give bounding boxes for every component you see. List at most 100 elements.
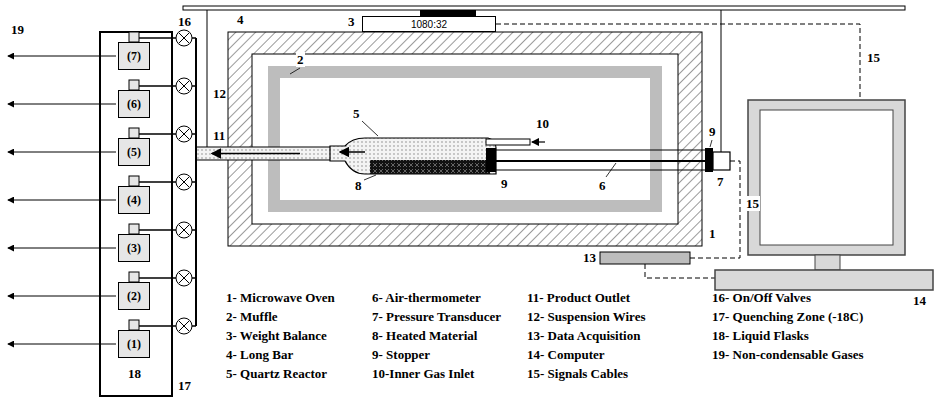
heated-material (370, 160, 490, 174)
callout-number: 15 (745, 196, 760, 211)
balance-display: 1080:32 (362, 16, 496, 32)
liquid-flask: (6) (118, 90, 150, 118)
signal-cable (690, 161, 740, 258)
monitor-screen (760, 110, 893, 245)
callout-number: 18 (127, 366, 142, 381)
valve-symbol (176, 318, 192, 334)
callout-number: 10 (535, 116, 550, 131)
part-list-entry: 3- Weight Balance (226, 328, 327, 343)
pipe (192, 325, 196, 327)
inner-stopper (486, 148, 496, 172)
leader-line (364, 175, 376, 180)
pipe (192, 85, 196, 87)
callout-number: 12 (212, 86, 227, 101)
callout-number: 3 (347, 14, 356, 29)
liquid-flask: (7) (118, 42, 150, 70)
valve-cross (179, 33, 189, 43)
part-list-entry: 9- Stopper (372, 347, 430, 362)
part-list-entry: 5- Quartz Reactor (226, 366, 327, 381)
callout-number: 1 (708, 226, 717, 241)
gas-arrow (8, 152, 116, 153)
pipe (192, 181, 196, 183)
valve-cross (179, 273, 189, 283)
signal-cable (496, 24, 860, 100)
flow-arrow (212, 153, 300, 155)
leader-line (290, 68, 300, 74)
part-list-entry: 16- On/Off Valves (712, 290, 811, 305)
flask-neck (129, 128, 139, 138)
flask-neck (129, 224, 139, 234)
node-text: (1) (127, 337, 141, 352)
valve-symbol (176, 270, 192, 286)
callout-number: 17 (177, 378, 192, 393)
flask-neck (129, 272, 139, 282)
part-list-entry: 1- Microwave Oven (226, 290, 335, 305)
part-list-entry: 4- Long Bar (226, 347, 293, 362)
gas-arrow (8, 296, 116, 297)
reactor-tube (496, 170, 705, 171)
pipe (139, 325, 176, 327)
pipe (192, 277, 196, 279)
air-thermometer (496, 160, 713, 162)
gas-arrow (8, 248, 116, 249)
gas-arrow (8, 200, 116, 201)
computer-base (715, 270, 933, 290)
flask-neck (129, 176, 139, 186)
microwave-oven (228, 32, 702, 246)
liquid-flask: (5) (118, 138, 150, 166)
node-text: 1080:32 (411, 19, 447, 30)
node-text: (5) (127, 145, 141, 160)
callout-number: 15 (866, 50, 881, 65)
long-bar (183, 6, 905, 10)
node-text: (2) (127, 289, 141, 304)
pipe (192, 37, 196, 39)
node-text: (4) (127, 193, 141, 208)
valve-symbol (176, 222, 192, 238)
callout-number: 8 (354, 178, 363, 193)
valve-symbol (176, 78, 192, 94)
oven-cavity (252, 54, 678, 224)
flask-neck (129, 80, 139, 90)
callout-number: 11 (212, 128, 226, 143)
valve-symbol (176, 30, 192, 46)
pipe (139, 133, 176, 135)
reactor-tube (496, 150, 705, 151)
valve-cross (179, 81, 189, 91)
part-list-entry: 2- Muffle (226, 309, 278, 324)
leader-line (710, 140, 712, 147)
callout-number: 9 (500, 176, 509, 191)
leader-line (362, 121, 378, 136)
part-list-entry: 18- Liquid Flasks (712, 328, 809, 343)
pipe (192, 229, 196, 231)
valve-cross (179, 129, 189, 139)
inlet-arrow (532, 141, 545, 142)
part-list-entry: 10-Inner Gas Inlet (372, 366, 474, 381)
inner-gas-inlet (486, 139, 530, 145)
part-list-entry: 15- Signals Cables (527, 366, 628, 381)
node-text: (7) (127, 49, 141, 64)
part-list-entry: 12- Suspension Wires (527, 309, 646, 324)
gas-arrow (8, 56, 116, 57)
pressure-transducer (713, 152, 730, 170)
node-text: (3) (127, 241, 141, 256)
pipe (139, 85, 176, 87)
valve-symbol (176, 174, 192, 190)
quartz-reactor (330, 138, 496, 174)
part-list-entry: 19- Non-condensable Gases (712, 347, 864, 362)
part-list-entry: 6- Air-thermometer (372, 290, 481, 305)
callout-number: 5 (352, 106, 361, 121)
leader-line (606, 163, 616, 177)
valve-cross (179, 225, 189, 235)
part-list-entry: 14- Computer (527, 347, 605, 362)
liquid-flask: (4) (118, 186, 150, 214)
part-list-entry: 17- Quenching Zone (-18C) (712, 309, 863, 324)
part-list-entry: 11- Product Outlet (527, 290, 630, 305)
callout-number: 6 (598, 178, 607, 193)
monitor-stand (815, 255, 840, 270)
callout-number: 13 (582, 250, 597, 265)
signal-cable (645, 264, 715, 278)
part-list-entry: 13- Data Acquisition (527, 328, 640, 343)
valve-cross (179, 321, 189, 331)
node-text: (6) (127, 97, 141, 112)
